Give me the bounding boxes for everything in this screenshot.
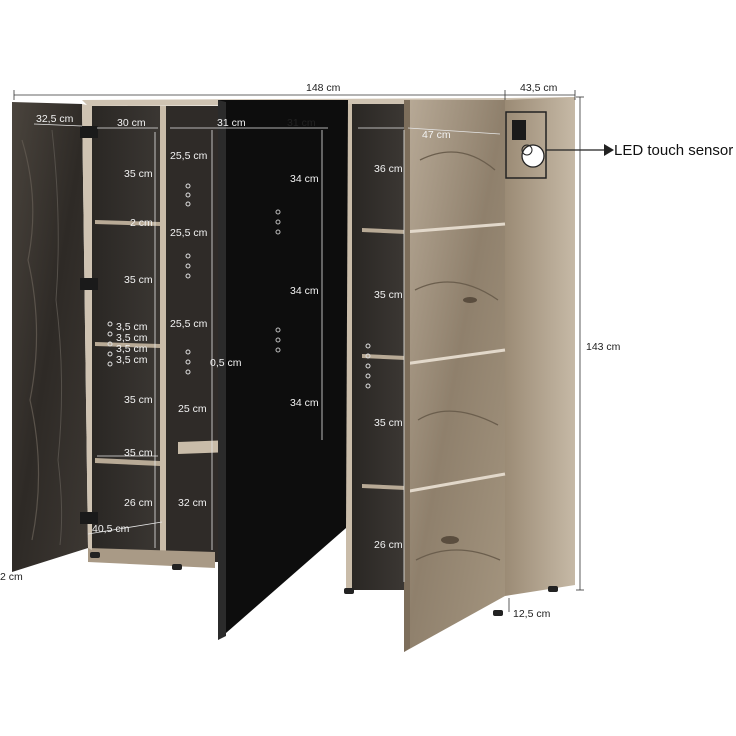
overall-depth-label: 43,5 cm	[520, 82, 558, 94]
glass-gap-3: 34 cm	[290, 397, 319, 409]
shelf	[362, 228, 406, 234]
wood-grain	[415, 549, 501, 561]
divider-left	[160, 106, 166, 562]
glass-width-label: 31 cm	[287, 117, 316, 129]
base-panel	[88, 548, 215, 568]
center-shelf-thickness: 0,5 cm	[210, 357, 242, 369]
divider-right	[346, 104, 352, 590]
foot-height-label: 12,5 cm	[513, 608, 551, 620]
center-width-label: 31 cm	[217, 117, 246, 129]
sensor-frame	[505, 111, 547, 179]
panel-joint	[403, 222, 506, 234]
wood-grain	[414, 281, 499, 301]
left-gap-4: 26 cm	[124, 497, 153, 509]
left-door-panel	[12, 102, 88, 572]
left-gap-2: 35 cm	[124, 274, 153, 286]
left-hole-spacing-2: 3,5 cm	[116, 332, 148, 344]
touch-ring-icon	[521, 144, 533, 156]
hinge	[80, 278, 98, 290]
glass-door	[218, 100, 348, 640]
panel-joint	[403, 348, 506, 366]
left-hole-spacing-4: 3,5 cm	[116, 354, 148, 366]
foot	[548, 586, 558, 592]
shelf	[95, 458, 160, 466]
foot	[493, 610, 503, 616]
hinge	[80, 512, 98, 524]
glass-door-edge	[218, 100, 226, 640]
wood-grain	[417, 410, 499, 426]
right-gap-2: 35 cm	[374, 289, 403, 301]
shelf	[95, 342, 160, 348]
left-gap-3: 35 cm	[124, 394, 153, 406]
foot	[344, 588, 354, 594]
left-lower-depth-label: 35 cm	[124, 447, 153, 459]
left-shelf-thickness: 2 cm	[130, 217, 153, 229]
panel-joint	[403, 472, 506, 494]
center-compartment-interior	[166, 106, 218, 562]
wood-grain	[419, 151, 496, 171]
center-gap-2: 25,5 cm	[170, 227, 208, 239]
callout-label: LED touch sensor	[614, 142, 733, 159]
glass-gap-2: 34 cm	[290, 285, 319, 297]
plinth-label: 2 cm	[0, 571, 23, 583]
left-hole-spacing-3: 3,5 cm	[116, 343, 148, 355]
overall-width-label: 148 cm	[306, 82, 341, 94]
left-compartment-width-label: 30 cm	[117, 117, 146, 129]
shelf-pin-holes	[107, 183, 371, 389]
right-gap-3: 35 cm	[374, 417, 403, 429]
wood-grain	[51, 129, 63, 546]
center-gap-4: 25 cm	[178, 403, 207, 415]
right-gap-1: 36 cm	[374, 163, 403, 175]
sensor-pad	[512, 120, 526, 140]
callout-arrow-icon	[604, 144, 614, 156]
left-door	[12, 102, 98, 572]
overall-height-label: 143 cm	[586, 341, 621, 353]
hinge	[80, 126, 98, 138]
touch-hand-icon	[521, 144, 545, 168]
left-door-edge	[82, 104, 92, 550]
wood-grain	[21, 139, 40, 541]
right-door-edge	[404, 100, 410, 652]
center-gap-5: 32 cm	[178, 497, 207, 509]
center-gap-1: 25,5 cm	[170, 150, 208, 162]
left-door-width-label: 32,5 cm	[36, 113, 74, 125]
wood-knot	[463, 297, 477, 303]
left-base-depth-label: 40,5 cm	[92, 523, 130, 535]
left-compartment-interior	[92, 106, 162, 558]
right-door	[403, 100, 506, 652]
left-gap-1: 35 cm	[124, 168, 153, 180]
wood-knot	[441, 536, 459, 544]
right-gap-4: 26 cm	[374, 539, 403, 551]
glass-door-panel	[218, 100, 348, 640]
right-width-label: 47 cm	[422, 129, 451, 141]
right-side-panel	[505, 97, 575, 596]
dimension-lines	[13, 90, 584, 612]
shelf	[362, 354, 406, 360]
right-compartment-interior	[352, 104, 404, 590]
shelf	[95, 220, 160, 226]
right-door-panel	[404, 100, 505, 652]
left-hole-spacing-1: 3,5 cm	[116, 321, 148, 333]
foot	[172, 564, 182, 570]
led-touch-sensor[interactable]	[505, 111, 614, 179]
center-gap-3: 25,5 cm	[170, 318, 208, 330]
glass-gap-1: 34 cm	[290, 173, 319, 185]
foot	[90, 552, 100, 558]
shelf	[362, 484, 406, 490]
